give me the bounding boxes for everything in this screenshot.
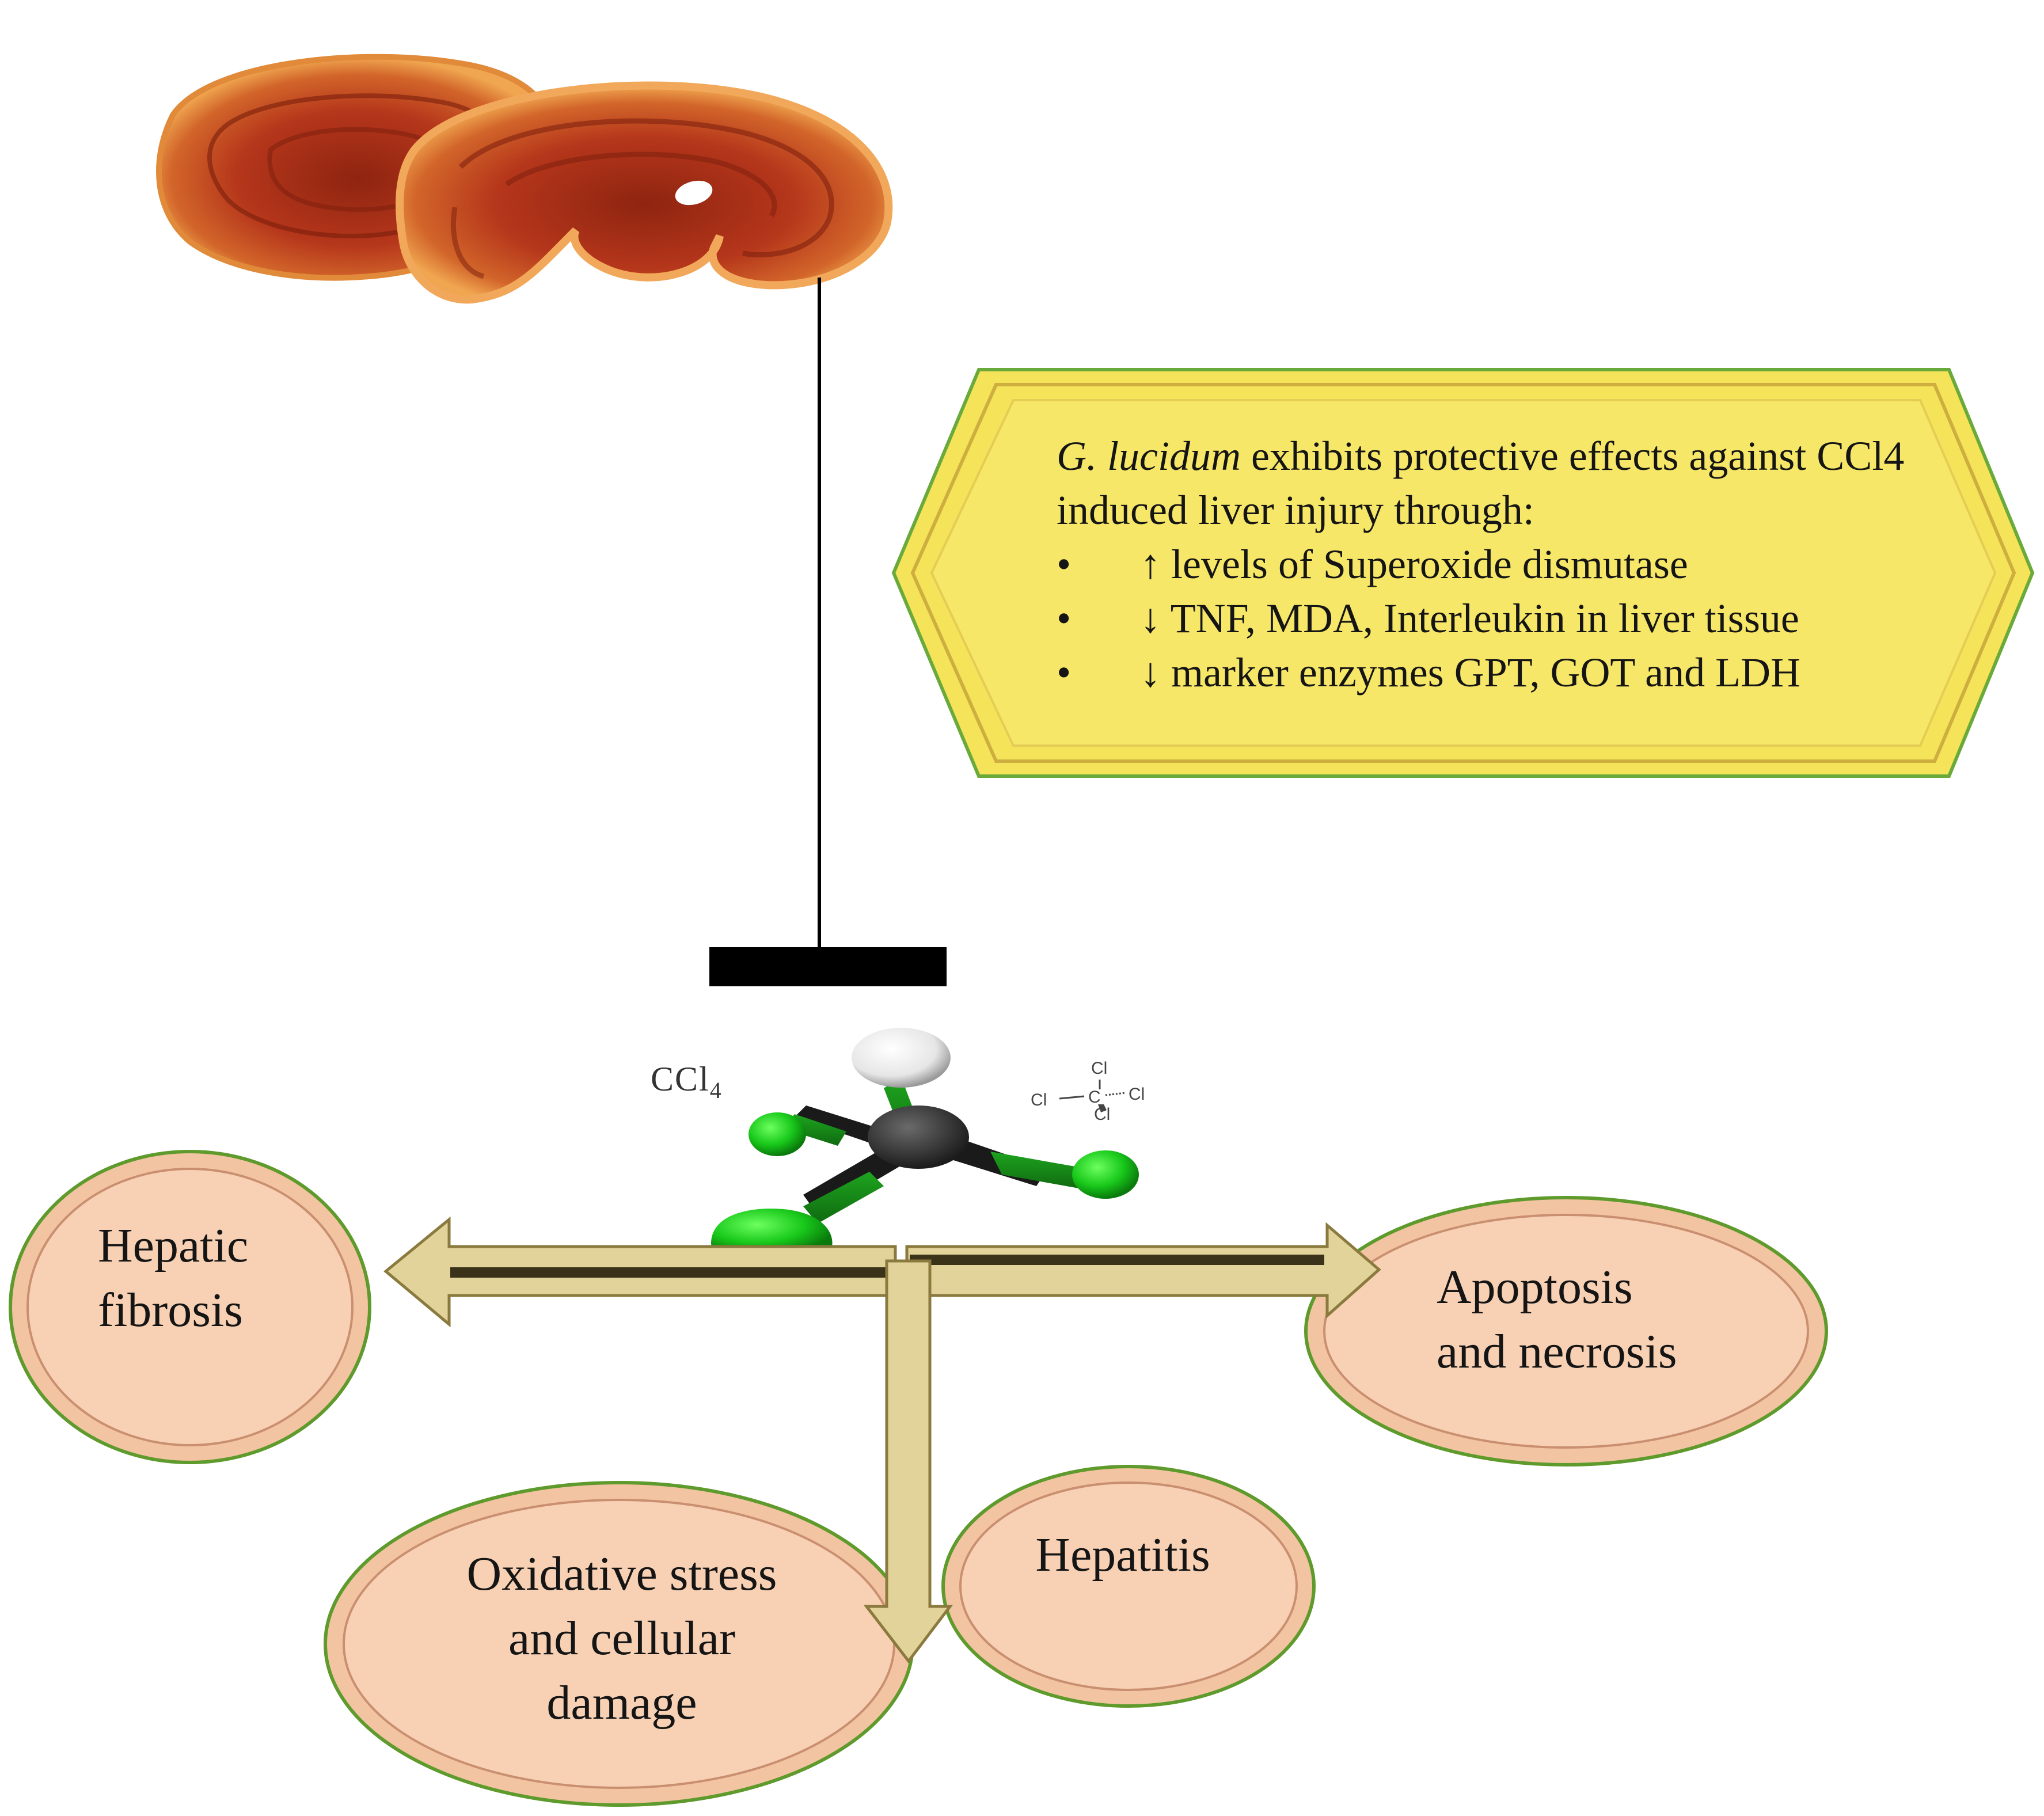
- callout-bullet: •↓ TNF, MDA, Interleukin in liver tissue: [1057, 591, 1943, 645]
- structure-atom-center: C: [1088, 1088, 1101, 1107]
- arrow-to-hepatic-fibrosis: [383, 1216, 897, 1328]
- structure-atom-right: Cl: [1129, 1085, 1145, 1104]
- callout-bullet: •↓ marker enzymes GPT, GOT and LDH: [1057, 645, 1943, 700]
- mushroom-image: [156, 54, 893, 304]
- effect-ellipse-hepatitis: [941, 1465, 1316, 1708]
- callout-intro: G. lucidum exhibits protective effects a…: [1057, 429, 1943, 537]
- label-oxidative-stress: Oxidative stress and cellular damage: [466, 1547, 777, 1730]
- bullet-dot: •: [1057, 541, 1072, 587]
- inhibition-bar: [709, 947, 947, 986]
- carbon-atom: [868, 1105, 969, 1169]
- effect-ellipse-hepatic-fibrosis: [9, 1150, 371, 1464]
- ccl4-structure-formula: Cl C Cl Cl Cl: [1031, 1059, 1145, 1124]
- effect-ellipse-apoptosis-necrosis: [1304, 1196, 1828, 1467]
- structure-atom-top: Cl: [1091, 1059, 1107, 1078]
- ccl4-label: CCl4: [651, 1060, 723, 1103]
- chlorine-atom-right: [1072, 1150, 1139, 1199]
- callout-box: [891, 368, 2035, 778]
- structure-atom-left: Cl: [1031, 1091, 1047, 1110]
- effect-ellipse-oxidative-stress: [324, 1481, 914, 1807]
- callout-bullet-list: •↑ levels of Superoxide dismutase •↓ TNF…: [1057, 537, 1943, 700]
- callout-text: G. lucidum exhibits protective effects a…: [1057, 429, 1943, 700]
- ccl4-molecule: [711, 1028, 1139, 1255]
- arrow-to-apoptosis-necrosis: [905, 1222, 1381, 1319]
- bullet-dot: •: [1057, 649, 1072, 696]
- label-hepatic-fibrosis: Hepatic fibrosis: [98, 1219, 249, 1337]
- arrow-to-oxidative-stress: [863, 1259, 953, 1664]
- species-name: G. lucidum: [1057, 433, 1241, 479]
- callout-bullet: •↑ levels of Superoxide dismutase: [1057, 537, 1943, 591]
- label-apoptosis-necrosis: Apoptosis and necrosis: [1437, 1260, 1677, 1378]
- chlorine-atom-left: [749, 1112, 806, 1156]
- inhibition-connector: [709, 278, 947, 986]
- chlorine-atom-bottom: [711, 1209, 833, 1255]
- hydrogen-atom: [852, 1028, 951, 1088]
- label-hepatitis: Hepatitis: [1035, 1528, 1210, 1582]
- bullet-dot: •: [1057, 595, 1072, 641]
- callout-intro-rest: exhibits protective effects against CCl4…: [1057, 433, 1905, 533]
